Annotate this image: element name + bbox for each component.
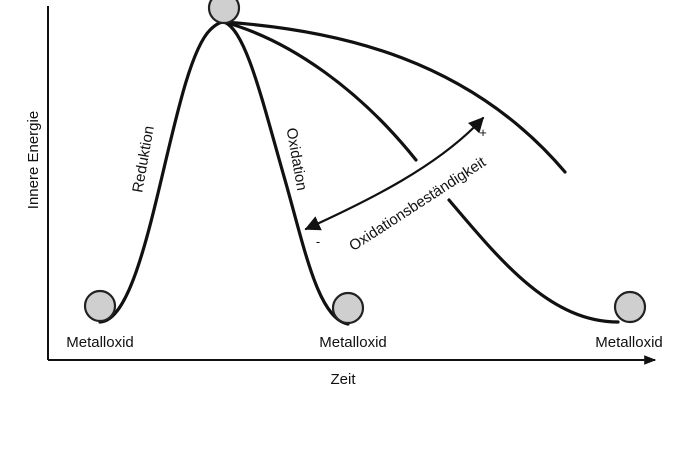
intermediate-curve: [222, 20, 418, 162]
y-axis-label: Innere Energie: [25, 111, 42, 209]
left-state-label: Metalloxid: [66, 334, 134, 351]
peak-state-ball: [207, 0, 241, 25]
right-state-ball: [613, 290, 647, 324]
middle-state-ball: [331, 291, 365, 325]
bestaendigkeit-label: Oxidationsbeständigkeit: [346, 153, 490, 254]
middle-state-label: Metalloxid: [319, 334, 387, 351]
oxidation-curve: [222, 20, 350, 326]
x-axis-label: Zeit: [330, 371, 356, 388]
stable-oxidation-curve: [447, 198, 620, 324]
left-state-ball: [83, 289, 117, 323]
plus-sign: +: [479, 125, 487, 140]
minus-sign: -: [316, 234, 320, 249]
outer-curve: [222, 20, 567, 174]
bestaendigkeit-arrow: [304, 116, 485, 231]
right-state-label: Metalloxid: [595, 334, 663, 351]
reduktion-label: Reduktion: [129, 124, 157, 193]
reduktion-curve: [98, 20, 226, 324]
